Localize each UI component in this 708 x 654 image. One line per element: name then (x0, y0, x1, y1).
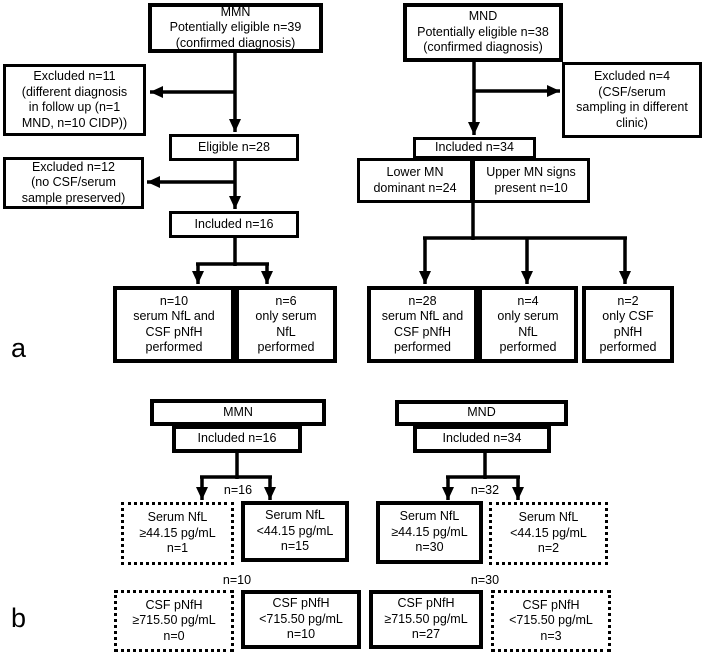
box-mnd-serum-nfl-low: Serum NfL <44.15 pg/mL n=2 (489, 502, 608, 565)
box-lower-mn-dominant: Lower MN dominant n=24 (357, 158, 473, 203)
box-mmn-excluded-no-sample: Excluded n=12 (no CSF/serum sample prese… (3, 157, 144, 209)
box-mnd-serum-and-csf-performed: n=28 serum NfL and CSF pNfH performed (367, 286, 478, 363)
label-mmn-serum-n: n=16 (223, 483, 253, 497)
box-mmn-csf-pnfh-low: CSF pNfH <715.50 pg/mL n=10 (241, 590, 361, 649)
box-mmn-excluded-diagnosis: Excluded n=11 (different diagnosis in fo… (3, 64, 146, 136)
box-mnd-only-csf-performed: n=2 only CSF pNfH performed (582, 286, 674, 363)
box-mmn-potentially-eligible: MMN Potentially eligible n=39 (confirmed… (148, 3, 323, 53)
box-mmn-csf-pnfh-high: CSF pNfH ≥715.50 pg/mL n=0 (114, 590, 234, 652)
box-mnd-serum-nfl-high: Serum NfL ≥44.15 pg/mL n=30 (376, 501, 483, 564)
label-mmn-csf-n: n=10 (222, 573, 252, 587)
box-mmn-eligible: Eligible n=28 (169, 134, 299, 161)
panel-b-label: b (11, 603, 27, 633)
box-mnd-csf-pnfh-low: CSF pNfH <715.50 pg/mL n=3 (491, 590, 611, 652)
box-mnd-excluded-sampling: Excluded n=4 (CSF/serum sampling in diff… (562, 62, 702, 138)
box-b-mmn-included: Included n=16 (172, 425, 302, 453)
box-mmn-serum-and-csf-performed: n=10 serum NfL and CSF pNfH performed (113, 286, 235, 363)
label-mnd-serum-n: n=32 (470, 483, 500, 497)
box-b-mmn: MMN (150, 399, 326, 426)
box-mmn-only-serum-performed: n=6 only serum NfL performed (235, 286, 337, 363)
box-mnd-only-serum-performed: n=4 only serum NfL performed (478, 286, 578, 363)
box-mmn-included: Included n=16 (169, 211, 299, 238)
box-mmn-serum-nfl-low: Serum NfL <44.15 pg/mL n=15 (241, 501, 349, 562)
box-mnd-potentially-eligible: MND Potentially eligible n=38 (confirmed… (403, 3, 563, 62)
box-mmn-serum-nfl-high: Serum NfL ≥44.15 pg/mL n=1 (121, 502, 234, 565)
box-mnd-csf-pnfh-high: CSF pNfH ≥715.50 pg/mL n=27 (369, 590, 483, 649)
box-mnd-included: Included n=34 (413, 137, 536, 159)
box-b-mnd-included: Included n=34 (413, 425, 551, 453)
box-b-mnd: MND (395, 400, 568, 426)
label-mnd-csf-n: n=30 (470, 573, 500, 587)
box-upper-mn-signs: Upper MN signs present n=10 (472, 158, 590, 203)
panel-a-label: a (11, 333, 27, 363)
